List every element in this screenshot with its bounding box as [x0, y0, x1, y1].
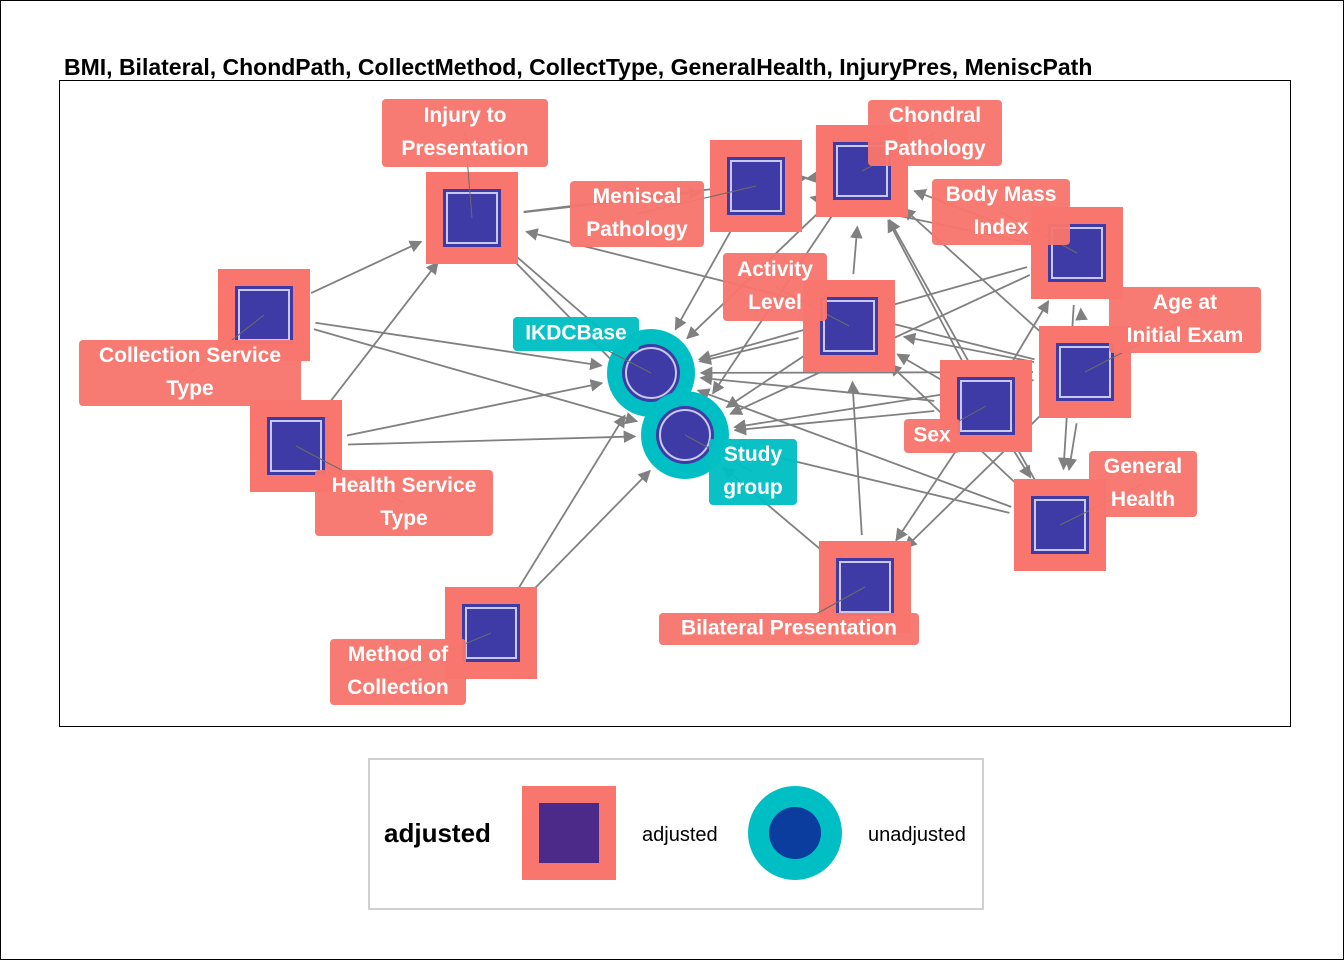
edge-sex-to-chondral — [887, 219, 963, 361]
edge-sex-to-activity — [896, 353, 942, 381]
label-box-meniscal — [570, 181, 704, 247]
edge-collection-to-injury — [310, 240, 423, 294]
label-text-injury: Injury to — [424, 104, 507, 127]
edge-bilateral-to-activity — [846, 380, 863, 536]
label-box-sex — [904, 419, 960, 453]
label-age: Age at Initial Exam — [1084, 287, 1261, 373]
label-text-health_service: Type — [380, 507, 427, 530]
label-box-ikdc — [513, 317, 639, 351]
label-text-method: Collection — [347, 676, 449, 699]
label-method: Method of Collection — [330, 632, 492, 705]
label-text-meniscal: Pathology — [586, 218, 688, 241]
label-box-method — [330, 639, 466, 705]
label-text-activity: Activity — [737, 258, 813, 281]
label-text-meniscal: Meniscal — [593, 185, 682, 208]
label-box-general — [1089, 451, 1197, 517]
edge-method-to-study — [526, 469, 651, 597]
edge-sex-to-bilateral — [895, 448, 958, 542]
legend-unadjusted-key — [748, 786, 842, 880]
edge-health_service-to-study — [347, 430, 637, 446]
label-box-bmi — [932, 179, 1070, 245]
edge-method-to-ikdc — [517, 414, 626, 590]
legend: adjusted adjusted unadjusted — [368, 758, 984, 910]
label-text-ikdc: IKDCBase — [525, 322, 627, 345]
edge-meniscal-to-ikdc — [674, 230, 732, 331]
edge-collection-to-ikdc — [315, 321, 603, 371]
label-box-age — [1109, 287, 1261, 353]
label-text-chondral: Pathology — [884, 137, 986, 160]
legend-adjusted-key — [522, 786, 616, 880]
edge-age-to-general — [1064, 423, 1078, 471]
legend-adjusted-label: adjusted — [642, 824, 718, 846]
label-text-collection: Collection Service — [99, 344, 281, 367]
label-text-age: Initial Exam — [1127, 324, 1244, 347]
label-ikdc: IKDCBase — [513, 317, 652, 374]
label-sex: Sex — [904, 405, 987, 453]
label-text-bilateral: Bilateral Presentation — [681, 617, 897, 640]
label-text-study: Study — [724, 443, 783, 466]
legend-unadjusted-label: unadjusted — [868, 824, 966, 846]
label-text-activity: Level — [748, 291, 802, 314]
label-text-collection: Type — [166, 377, 213, 400]
label-study: Study group — [684, 434, 797, 505]
label-box-health_service — [315, 470, 493, 536]
label-box-collection — [79, 340, 301, 406]
legend-unadjusted-key-core — [769, 807, 821, 859]
edge-age-to-activity — [902, 332, 1035, 363]
legend-title: adjusted — [384, 818, 491, 848]
edge-activity-to-ikdc — [698, 337, 799, 365]
edge-sex-to-ikdc — [699, 372, 935, 402]
label-text-general: Health — [1111, 488, 1175, 511]
label-text-general: General — [1104, 455, 1182, 478]
label-box-chondral — [868, 100, 1002, 166]
node-chondral — [816, 125, 908, 217]
edge-sex-to-study — [733, 410, 935, 436]
edge-collection-to-study — [313, 328, 639, 425]
label-box-activity — [723, 253, 827, 321]
legend-adjusted-key-core — [539, 803, 599, 863]
edge-health_service-to-ikdc — [346, 379, 604, 437]
label-text-age: Age at — [1153, 291, 1217, 314]
edge-general-to-ikdc — [696, 388, 1012, 508]
edge-activity-to-study — [725, 354, 807, 409]
label-text-study: group — [723, 476, 782, 499]
label-text-bmi: Body Mass — [946, 183, 1057, 206]
label-text-chondral: Chondral — [889, 104, 981, 127]
label-text-sex: Sex — [913, 424, 951, 447]
labels-layer: Injury toPresentationMeniscalPathologyCh… — [79, 99, 1261, 705]
edge-health_service-to-injury — [327, 261, 439, 406]
label-injury: Injury to Presentation — [382, 99, 548, 219]
edge-age-to-chondral — [902, 207, 1047, 338]
label-text-health_service: Health Service — [332, 474, 477, 497]
edge-sex-to-bmi — [1011, 300, 1050, 362]
label-text-bmi: Index — [974, 216, 1029, 239]
label-box-bilateral — [659, 613, 919, 645]
edge-activity-to-chondral — [850, 225, 863, 275]
edge-sex-to-general — [1012, 449, 1032, 479]
label-bilateral: Bilateral Presentation — [659, 586, 919, 645]
label-text-method: Method of — [348, 643, 449, 666]
edge-age-to-bmi — [1075, 307, 1088, 321]
plot-title: BMI, Bilateral, ChondPath, CollectMethod… — [64, 54, 1093, 80]
label-text-injury: Presentation — [401, 137, 528, 160]
label-box-study — [709, 439, 797, 505]
label-general: GeneralHealth — [1059, 451, 1197, 526]
label-box-injury — [382, 99, 548, 167]
